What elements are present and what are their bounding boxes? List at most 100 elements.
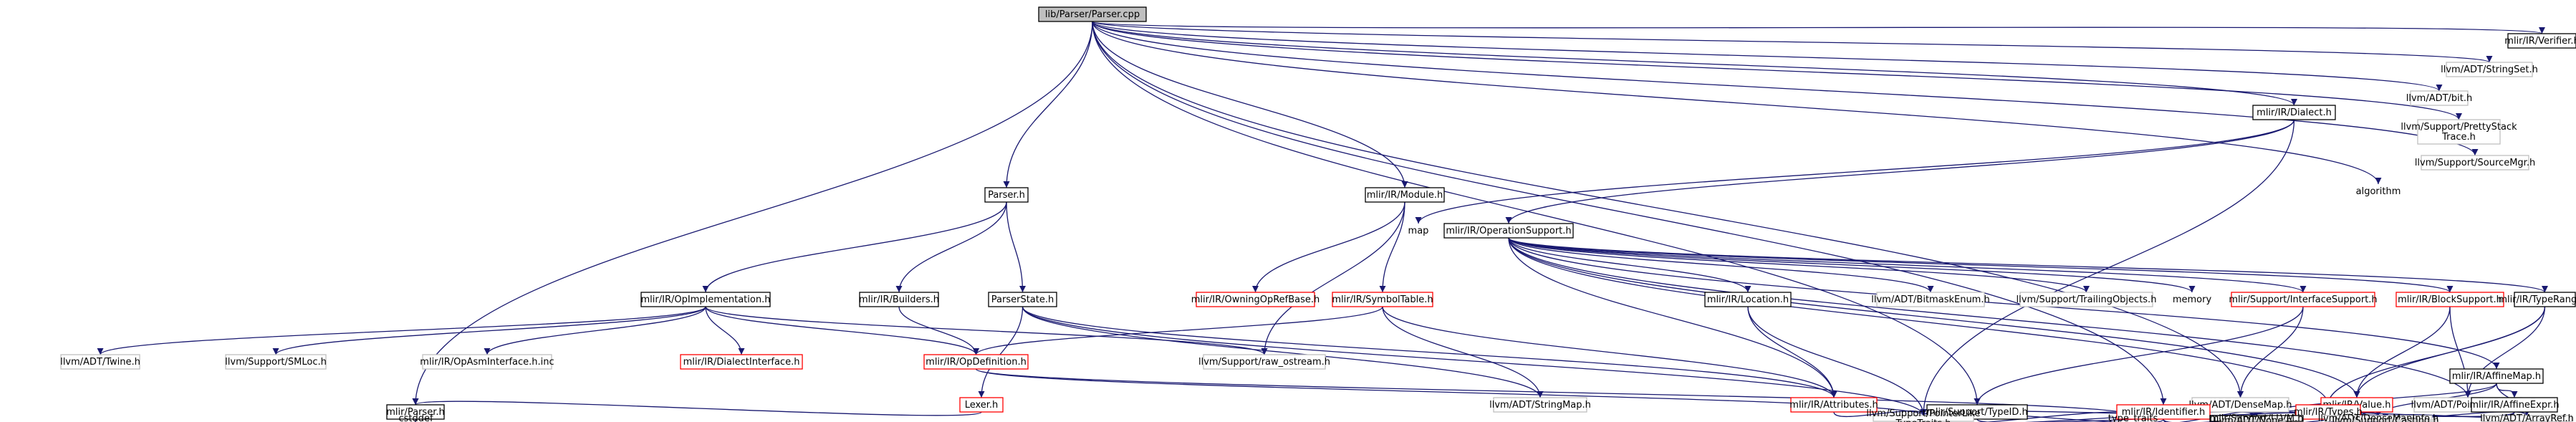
edge-opdefinition-to-typetraits bbox=[975, 368, 2136, 416]
node-trailing[interactable]: llvm/Support/TrailingObjects.h bbox=[2017, 292, 2157, 307]
node-opdefinition[interactable]: mlir/IR/OpDefinition.h bbox=[923, 354, 1029, 370]
node-owningop[interactable]: mlir/IR/OwningOpRefBase.h bbox=[1191, 292, 1320, 307]
node-twine[interactable]: llvm/ADT/Twine.h bbox=[60, 354, 140, 370]
node-label: lib/Parser/Parser.cpp bbox=[1045, 9, 1140, 20]
node-box bbox=[225, 354, 327, 370]
node-label: ParserState.h bbox=[991, 294, 1054, 305]
node-dialectiface[interactable]: mlir/IR/DialectInterface.h bbox=[680, 354, 803, 370]
edge-parserstate-to-stringmap bbox=[1022, 306, 1544, 398]
node-symboltable[interactable]: mlir/IR/SymbolTable.h bbox=[1332, 292, 1433, 307]
node-verifier_h[interactable]: mlir/IR/Verifier.h bbox=[2504, 33, 2576, 49]
node-label: llvm/Support/raw_ostream.h bbox=[1198, 357, 1330, 368]
node-label: mlir/IR/Identifier.h bbox=[2122, 407, 2206, 418]
node-ifacesupport[interactable]: mlir/Support/InterfaceSupport.h bbox=[2229, 292, 2378, 307]
node-arrayref[interactable]: llvm/ADT/ArrayRef.h bbox=[2480, 413, 2574, 422]
node-sourcemgr[interactable]: llvm/Support/SourceMgr.h bbox=[2415, 155, 2535, 171]
node-parser_h[interactable]: Parser.h bbox=[984, 187, 1029, 203]
node-parserstate[interactable]: ParserState.h bbox=[988, 292, 1057, 307]
edge-opsupport-to-ptrunion bbox=[1508, 237, 2471, 398]
node-box bbox=[1876, 292, 1985, 307]
node-typerange[interactable]: mlir/IR/TypeRange.h bbox=[2498, 292, 2576, 307]
node-opsupport[interactable]: mlir/IR/OperationSupport.h bbox=[1443, 223, 1574, 239]
edge-module_h-to-symboltable bbox=[1379, 201, 1405, 293]
node-stringset[interactable]: llvm/ADT/StringSet.h bbox=[2441, 62, 2538, 77]
edge-opsupport-to-ifacesupport bbox=[1508, 237, 2307, 293]
node-label: mlir/IR/AffineMap.h bbox=[2452, 371, 2541, 382]
node-label: llvm/Support/PrettyStack bbox=[2400, 122, 2517, 133]
node-label: llvm/ADT/StringMap.h bbox=[1489, 400, 1591, 411]
node-builders[interactable]: mlir/IR/Builders.h bbox=[859, 292, 939, 307]
node-box bbox=[640, 292, 771, 307]
edge-root-to-typeid bbox=[1092, 21, 1981, 406]
node-dialect_h[interactable]: mlir/IR/Dialect.h bbox=[2252, 105, 2336, 120]
node-box bbox=[959, 397, 1004, 413]
node-affineexpr[interactable]: mlir/IR/AffineExpr.h bbox=[2469, 397, 2560, 413]
node-smloc[interactable]: llvm/Support/SMLoc.h bbox=[225, 354, 327, 370]
node-identifier[interactable]: mlir/IR/Identifier.h bbox=[2116, 404, 2211, 420]
edge-parserstate-to-ptrlike bbox=[1022, 306, 1927, 416]
node-label: mlir/IR/OperationSupport.h bbox=[1446, 226, 1571, 236]
node-label: mlir/IR/AffineExpr.h bbox=[2469, 400, 2559, 411]
node-box bbox=[988, 292, 1057, 307]
edge-parser_h-to-opimpl bbox=[702, 201, 1007, 293]
node-opasmiface[interactable]: mlir/IR/OpAsmInterface.h.inc bbox=[420, 354, 554, 370]
node-opimpl[interactable]: mlir/IR/OpImplementation.h bbox=[640, 292, 771, 307]
node-affinemap[interactable]: mlir/IR/AffineMap.h bbox=[2449, 368, 2544, 384]
edge-root-to-stringset bbox=[1092, 21, 2492, 63]
node-mlirparser[interactable]: mlir/Parser.h bbox=[386, 404, 445, 420]
node-bit_h[interactable]: llvm/ADT/bit.h bbox=[2406, 90, 2473, 106]
node-module_h[interactable]: mlir/IR/Module.h bbox=[1365, 187, 1445, 203]
edge-ifacesupport-to-densemap bbox=[2236, 306, 2304, 398]
edge-opsupport-to-affinemap bbox=[1508, 237, 2500, 370]
edge-opsupport-to-trailing bbox=[1508, 237, 2090, 293]
node-label: mlir/IR/SymbolTable.h bbox=[1332, 294, 1433, 305]
node-label: mlir/IR/Verifier.h bbox=[2504, 36, 2576, 47]
node-label: mlir/IR/OpImplementation.h bbox=[641, 294, 771, 305]
edge-root-to-module_h bbox=[1092, 21, 1408, 188]
node-cstddef: cstddef bbox=[398, 413, 433, 422]
node-label: mlir/IR/OpAsmInterface.h.inc bbox=[420, 357, 554, 368]
edge-opdefinition-to-ptrlike bbox=[975, 368, 1927, 416]
node-box bbox=[2019, 292, 2153, 307]
node-label: llvm/ADT/Twine.h bbox=[60, 357, 140, 368]
node-attributes[interactable]: mlir/IR/Attributes.h bbox=[1789, 397, 1878, 413]
node-box bbox=[2449, 368, 2544, 384]
node-box bbox=[2417, 119, 2501, 145]
node-box bbox=[2252, 105, 2336, 120]
node-label: mlir/IR/Types.h bbox=[2294, 407, 2363, 418]
edge-root-to-verifier_h bbox=[1092, 21, 2545, 34]
node-box bbox=[2220, 419, 2286, 422]
node-none[interactable]: llvm/ADT/None.h bbox=[2214, 416, 2292, 422]
node-casting[interactable]: llvm/Support/Casting.h bbox=[2332, 416, 2438, 422]
node-label: mlir/Support/TypeID.h bbox=[1926, 407, 2027, 418]
node-label: map bbox=[1408, 226, 1429, 236]
node-memory: memory bbox=[2173, 294, 2212, 305]
node-box bbox=[2421, 155, 2529, 171]
edge-opsupport-to-types bbox=[1508, 237, 2332, 406]
node-rawostream[interactable]: llvm/Support/raw_ostream.h bbox=[1198, 354, 1330, 370]
node-label: mlir/IR/DialectInterface.h bbox=[683, 357, 800, 368]
node-blocksupport[interactable]: mlir/IR/BlockSupport.h bbox=[2395, 292, 2504, 307]
node-ptrlike[interactable]: llvm/Support/PointerLikeTypeTraits.h bbox=[1866, 408, 1980, 422]
node-label: mlir/Support/InterfaceSupport.h bbox=[2229, 294, 2377, 305]
node-bitmask[interactable]: llvm/ADT/BitmaskEnum.h bbox=[1871, 292, 1990, 307]
node-box bbox=[2471, 397, 2558, 413]
node-label: llvm/ADT/BitmaskEnum.h bbox=[1871, 294, 1989, 305]
node-location[interactable]: mlir/IR/Location.h bbox=[1704, 292, 1792, 307]
edge-parserstate-to-lexer bbox=[978, 306, 1024, 398]
edge-opsupport-to-memory bbox=[1508, 237, 2196, 293]
node-lexer[interactable]: Lexer.h bbox=[959, 397, 1004, 413]
edge-parser_h-to-parserstate bbox=[1006, 201, 1027, 293]
node-stringmap[interactable]: llvm/ADT/StringMap.h bbox=[1489, 397, 1591, 413]
edge-symboltable-to-opdefinition bbox=[973, 306, 1383, 355]
edge-parser_h-to-builders bbox=[895, 201, 1007, 293]
node-box bbox=[2507, 33, 2576, 49]
node-label: llvm/ADT/StringSet.h bbox=[2441, 64, 2538, 75]
node-label: mlir/IR/Attributes.h bbox=[1789, 400, 1878, 411]
edge-opimpl-to-twine bbox=[97, 306, 706, 355]
edge-dialect_h-to-map bbox=[1415, 119, 2295, 224]
node-box bbox=[1790, 397, 1878, 413]
